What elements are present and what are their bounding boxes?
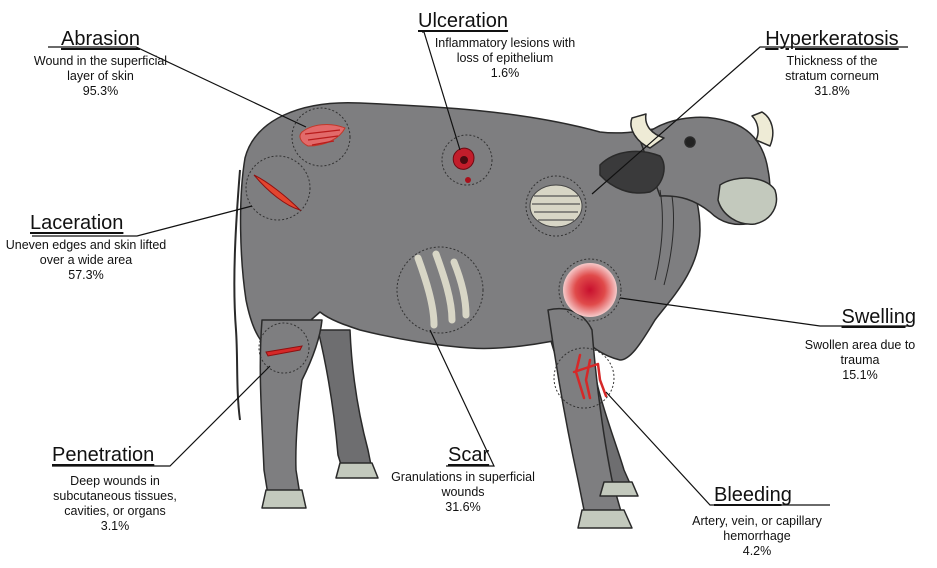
hyperkeratosis-description: Thickness of the stratum corneum [772, 54, 892, 84]
abrasion-callout: Abrasion Wound in the superficial layer … [8, 28, 193, 99]
penetration-prevalence: 3.1% [30, 519, 200, 534]
ulceration-callout: Ulceration Inflammatory lesions with los… [410, 10, 600, 81]
laceration-description: Uneven edges and skin lifted over a wide… [1, 238, 171, 268]
tail [234, 170, 240, 420]
far-hind-leg [318, 330, 372, 470]
hoof-near-hind [262, 490, 306, 508]
hoof-near-fore [578, 510, 632, 528]
ulceration-title: Ulceration [410, 10, 600, 32]
swelling-callout: Swelling Swollen area due to trauma 15.1… [790, 306, 930, 383]
bleeding-callout: Bleeding Artery, vein, or capillary hemo… [672, 484, 842, 559]
scar-prevalence: 31.6% [378, 500, 548, 515]
laceration-title: Laceration [0, 212, 172, 234]
bleeding-description: Artery, vein, or capillary hemorrhage [682, 514, 832, 544]
penetration-callout: Penetration Deep wounds in subcutaneous … [30, 444, 200, 534]
abrasion-prevalence: 95.3% [8, 84, 193, 99]
hyperkeratosis-prevalence: 31.8% [752, 84, 912, 99]
abrasion-description: Wound in the superficial layer of skin [26, 54, 176, 84]
scar-description: Granulations in superficial wounds [383, 470, 543, 500]
scar-callout: Scar Granulations in superficial wounds … [378, 444, 548, 515]
hoof-far-hind [336, 463, 378, 478]
laceration-callout: Laceration Uneven edges and skin lifted … [0, 212, 172, 283]
cow-eye [685, 137, 695, 147]
laceration-prevalence: 57.3% [0, 268, 172, 283]
hyperkeratosis-title: Hyperkeratosis [752, 28, 912, 50]
penetration-description: Deep wounds in subcutaneous tissues, cav… [51, 474, 179, 519]
swelling-prevalence: 15.1% [790, 368, 930, 383]
swelling-description: Swollen area due to trauma [798, 338, 923, 368]
near-hind-leg [260, 320, 322, 495]
bleeding-title: Bleeding [672, 484, 842, 506]
bleeding-prevalence: 4.2% [672, 544, 842, 559]
ulceration-prevalence: 1.6% [410, 66, 600, 81]
ulceration-description: Inflammatory lesions with loss of epithe… [430, 36, 580, 66]
scar-title: Scar [378, 444, 548, 466]
swelling-title: Swelling [790, 306, 930, 328]
abrasion-title: Abrasion [8, 28, 193, 50]
hyperkeratosis-callout: Hyperkeratosis Thickness of the stratum … [752, 28, 912, 99]
penetration-title: Penetration [30, 444, 200, 466]
hoof-far-fore [600, 482, 638, 496]
